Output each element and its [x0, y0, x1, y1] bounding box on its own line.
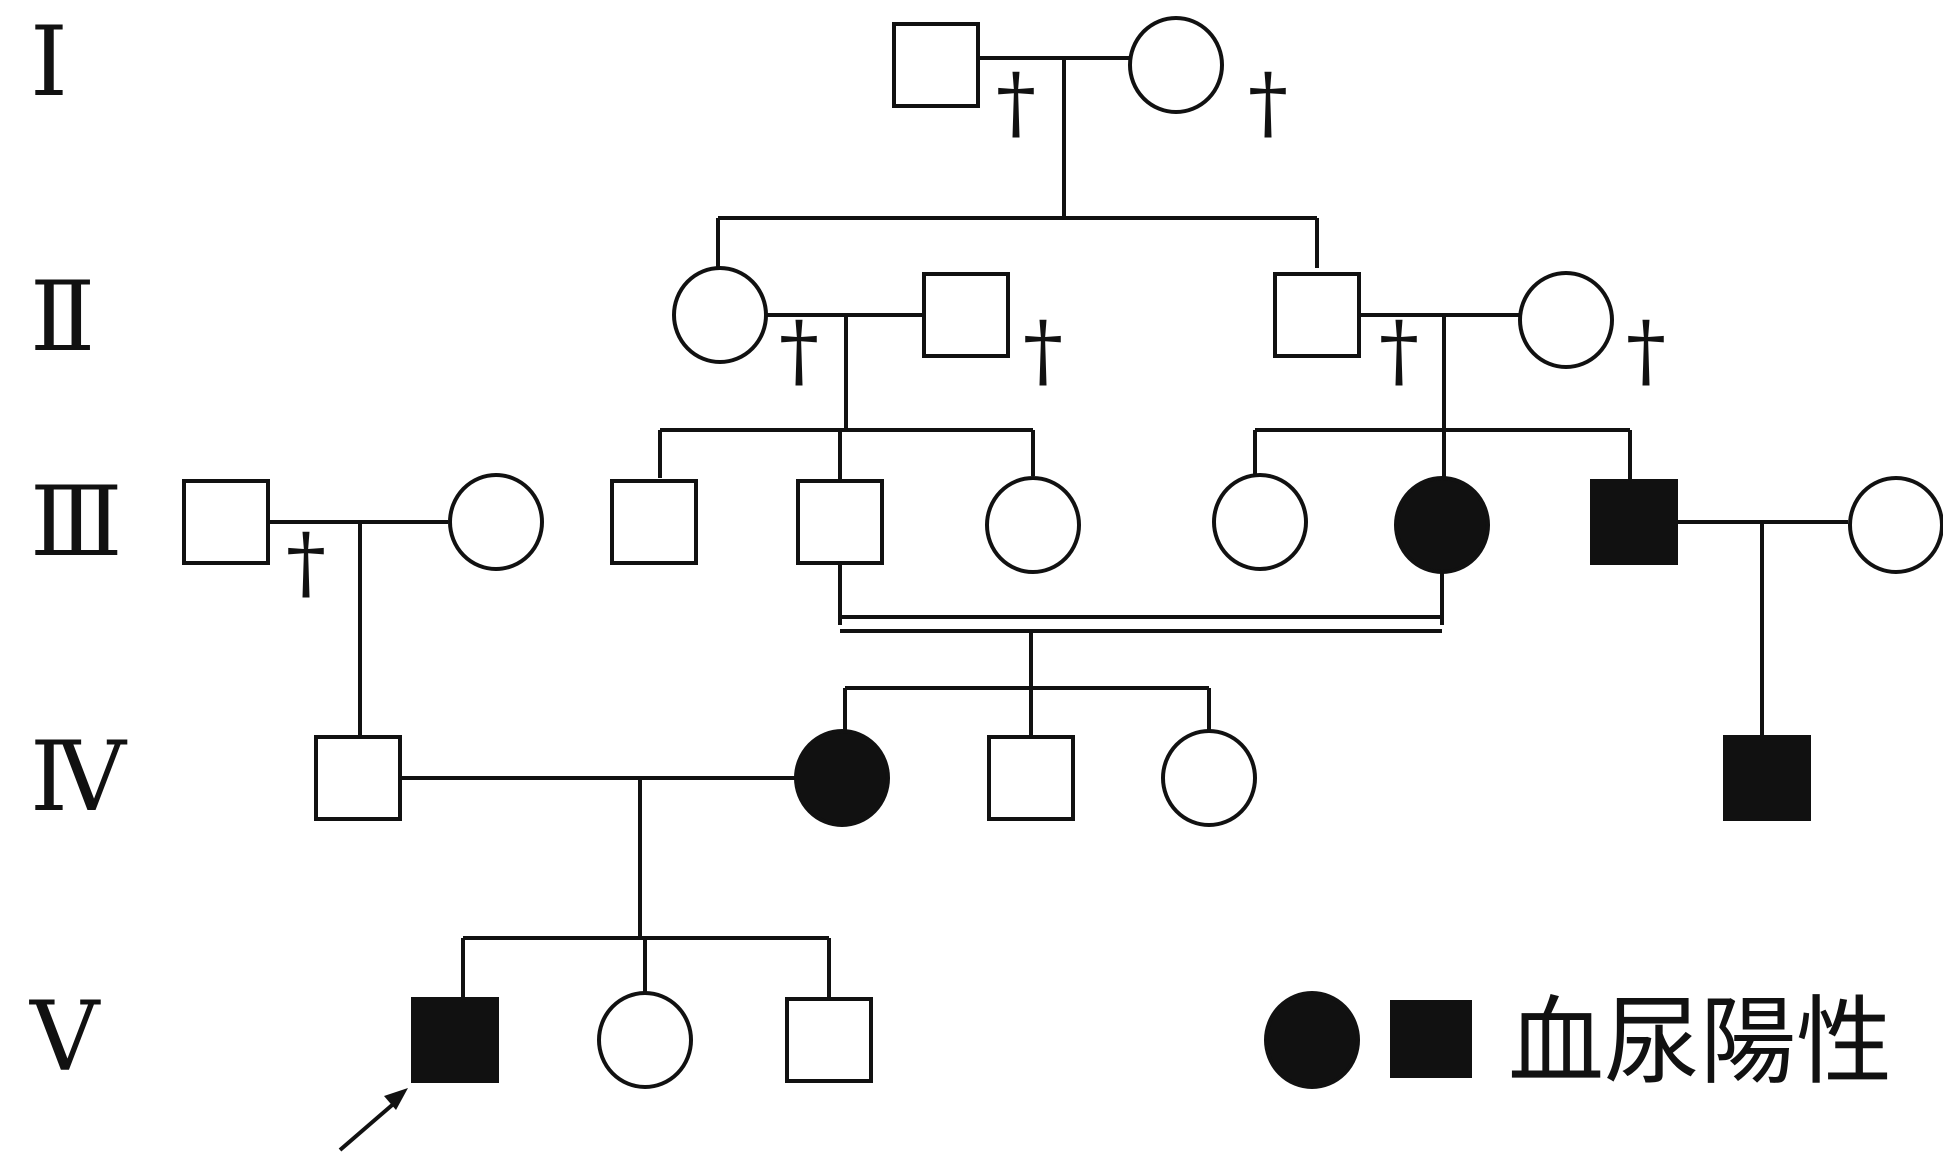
affected-female-iv-2: [794, 729, 890, 827]
unaffected-female-v-2: [597, 991, 693, 1089]
deceased-mark-ii-1: †: [779, 304, 819, 397]
deceased-mark-i-2: †: [1248, 56, 1288, 149]
legend-affected-male-icon: [1390, 1000, 1472, 1078]
unaffected-male-iii-4: [796, 479, 884, 565]
unaffected-male-i-1: [892, 22, 980, 108]
generation-labels: Ⅰ Ⅱ Ⅲ Ⅳ Ⅴ: [29, 6, 128, 1093]
unaffected-male-iv-3: [987, 735, 1075, 821]
unaffected-male-iv-1: [314, 735, 402, 821]
generation-label-3: Ⅲ: [30, 466, 123, 578]
deceased-mark-iii-1: †: [286, 516, 326, 609]
affected-male-iv-5: [1723, 735, 1811, 821]
legend-label: 血尿陽性: [1508, 986, 1892, 1098]
unaffected-male-iii-1: [182, 479, 270, 565]
unaffected-female-iii-5: [985, 476, 1081, 574]
unaffected-female-ii-1: [672, 266, 768, 364]
unaffected-female-ii-4: [1518, 271, 1614, 369]
affected-male-iii-8: [1590, 479, 1678, 565]
generation-label-5: Ⅴ: [29, 981, 101, 1093]
deceased-mark-ii-2: †: [1023, 304, 1063, 397]
unaffected-female-iii-2: [448, 473, 544, 571]
affected-female-iii-7: [1394, 476, 1490, 574]
deceased-mark-ii-3: †: [1379, 304, 1419, 397]
deceased-marks: † † † † † † †: [286, 56, 1666, 609]
unaffected-female-iii-9: [1848, 476, 1943, 574]
deceased-mark-i-1: †: [996, 56, 1036, 149]
individuals: [182, 16, 1943, 1089]
unaffected-female-iii-6: [1212, 473, 1308, 571]
unaffected-male-ii-3: [1273, 272, 1361, 358]
generation-label-2: Ⅱ: [30, 261, 95, 373]
unaffected-female-i-2: [1128, 16, 1224, 114]
unaffected-male-iii-3: [610, 479, 698, 565]
unaffected-male-ii-2: [922, 272, 1010, 358]
legend-affected-female-icon: [1264, 991, 1360, 1089]
generation-label-4: Ⅳ: [30, 721, 128, 833]
relationship-lines: [268, 56, 1848, 999]
unaffected-female-iv-4: [1161, 729, 1257, 827]
generation-label-1: Ⅰ: [30, 6, 68, 118]
unaffected-male-v-3: [785, 997, 873, 1083]
deceased-mark-ii-4: †: [1626, 304, 1666, 397]
affected-male-v-1: [411, 997, 499, 1083]
legend: 血尿陽性: [1264, 986, 1892, 1098]
proband-arrow: [338, 1088, 408, 1152]
